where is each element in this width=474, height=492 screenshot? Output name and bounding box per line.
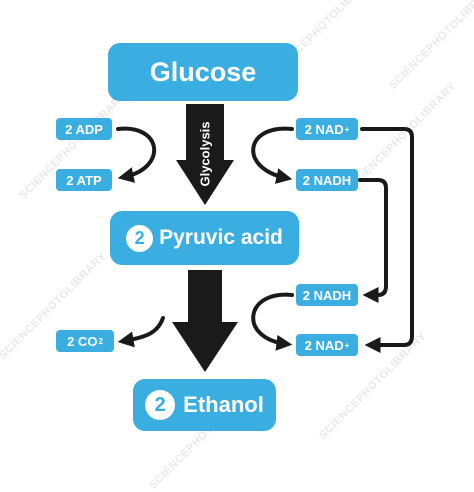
glycolysis-label-wrapper: Glycolysis [187,121,223,186]
nadh-transfer-arrow [358,178,388,303]
nad-box-bottom: 2 NAD+ [296,334,358,356]
ethanol-label: Ethanol [183,392,264,417]
nad-top-label: 2 NAD [304,121,344,137]
pyruvic-acid-box: 2 Pyruvic acid [110,211,299,265]
co2-subscript: 2 [98,336,103,346]
glucose-box: Glucose [108,43,298,101]
adp-box: 2 ADP [56,118,112,140]
adp-label: 2 ADP [65,121,103,137]
nad-top-charge: + [344,124,350,134]
glycolysis-label: Glycolysis [197,121,213,187]
atp-label: 2 ATP [66,172,102,188]
nad-to-nadh-arrow-top [251,126,294,184]
glycolysis-arrow [176,104,234,205]
co2-label: 2 CO [67,333,98,349]
co2-release-arrow [117,316,165,348]
nad-recycle-arrow [360,127,414,353]
arrows-layer [116,104,414,372]
ethanol-box: 2 Ethanol [133,379,276,431]
ethanol-arrow [172,270,238,372]
nad-bottom-charge: + [344,340,350,350]
nadh-bottom-label: 2 NADH [302,287,352,303]
nad-bottom-label: 2 NAD [304,337,344,353]
glucose-label: Glucose [149,56,257,87]
nadh-box-bottom: 2 NADH [296,284,358,306]
pyruvic-label: Pyruvic acid [159,226,283,249]
nadh-top-label: 2 NADH [302,172,352,188]
nadh-to-nad-arrow-bottom [251,292,294,351]
nadh-box-top: 2 NADH [296,169,358,191]
nad-box-top: 2 NAD+ [296,118,358,140]
ethanol-count-badge: 2 [145,390,176,420]
pyruvic-count-badge: 2 [126,224,154,252]
adp-to-atp-arrow [116,126,156,183]
atp-box: 2 ATP [56,169,112,191]
